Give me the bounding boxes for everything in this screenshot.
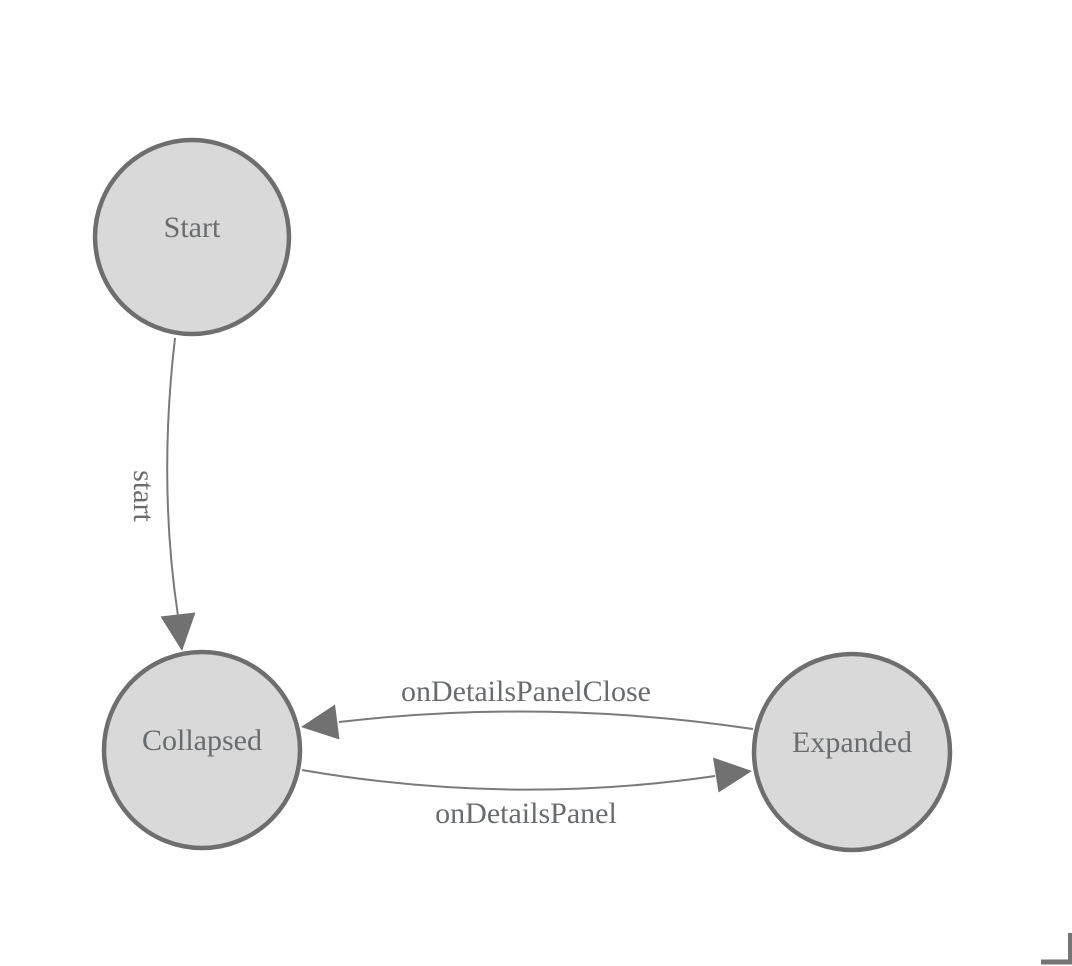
state-circle[interactable]: [751, 651, 953, 853]
state-node-start[interactable]: Start: [92, 137, 292, 337]
state-circle[interactable]: [92, 137, 292, 337]
edge-line-expanded-to-collapsed: [338, 710, 754, 730]
state-label: Expanded: [792, 726, 912, 759]
resize-corner-handle[interactable]: [1041, 933, 1072, 965]
arrowhead-icon: [301, 704, 340, 740]
edge-label-ondetailspanel: onDetailsPanel: [435, 797, 617, 830]
edge-collapsed-to-expanded: onDetailsPanel: [301, 757, 752, 830]
arrowhead-icon: [160, 612, 196, 651]
edge-line-start-to-collapsed: [166, 337, 179, 617]
resize-corner-horizontal-bar: [1041, 959, 1072, 965]
edge-line-collapsed-to-expanded: [301, 769, 716, 791]
resize-corner-vertical-bar: [1068, 933, 1072, 965]
state-node-expanded[interactable]: Expanded: [751, 651, 953, 853]
edge-start-to-collapsed: start: [127, 337, 196, 651]
state-label: Collapsed: [142, 724, 262, 757]
state-label: Start: [164, 211, 221, 244]
edge-label-start: start: [127, 470, 160, 522]
state-circle[interactable]: [101, 649, 303, 851]
state-node-collapsed[interactable]: Collapsed: [101, 649, 303, 851]
edge-expanded-to-collapsed: onDetailsPanelClose: [301, 675, 754, 740]
arrowhead-icon: [713, 757, 752, 793]
edge-label-ondetailspanelclose: onDetailsPanelClose: [401, 675, 651, 708]
